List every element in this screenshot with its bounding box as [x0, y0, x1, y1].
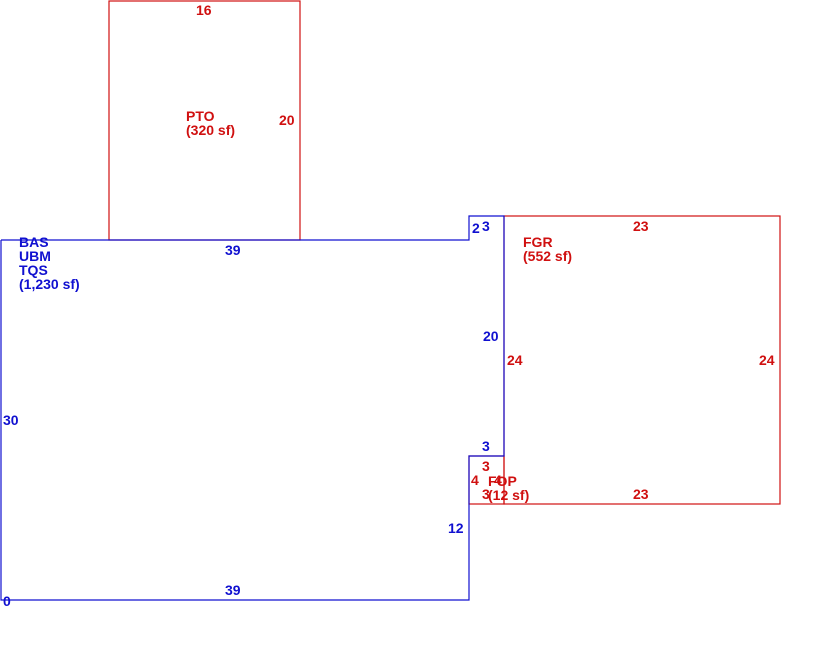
main-notch-top-dimension: 2 — [472, 220, 480, 236]
fgr-left-dimension: 24 — [507, 352, 523, 368]
main-area-label: (1,230 sf) — [19, 276, 80, 292]
main-step-width-dimension: 3 — [482, 438, 490, 454]
pto-right-dimension: 20 — [279, 112, 295, 128]
fop-left-dimension: 4 — [471, 472, 479, 488]
fgr-right-dimension: 24 — [759, 352, 775, 368]
fop-area-label: (12 sf) — [488, 487, 530, 503]
fgr-top-dimension: 23 — [633, 218, 649, 234]
main-outline — [0, 215, 505, 601]
main-code-ubm-label: UBM — [19, 248, 51, 264]
fgr-area-label: (552 sf) — [523, 248, 573, 264]
main-top-dimension: 39 — [225, 242, 241, 258]
pto-top-dimension: 16 — [196, 2, 212, 18]
fop-right-dimension: 4 — [494, 472, 502, 488]
main-right-upper-dimension: 20 — [483, 328, 499, 344]
pto-area-label: (320 sf) — [186, 122, 236, 138]
pto-code-label: PTO — [186, 108, 215, 124]
main-origin-marker: 0 — [3, 593, 11, 609]
main-notch-width-dimension: 3 — [482, 218, 490, 234]
fgr-bottom-dimension: 23 — [633, 486, 649, 502]
fgr-code-label: FGR — [523, 234, 553, 250]
main-bottom-dimension: 39 — [225, 582, 241, 598]
fop-bottom-dimension: 3 — [482, 486, 490, 502]
fop-code-label: FOP — [488, 473, 517, 489]
fop-top-dimension: 3 — [482, 458, 490, 474]
main-left-dimension: 30 — [3, 412, 19, 428]
main-step-lower-dimension: 12 — [448, 520, 464, 536]
main-code-tqs-label: TQS — [19, 262, 48, 278]
main-code-bas-label: BAS — [19, 234, 49, 250]
